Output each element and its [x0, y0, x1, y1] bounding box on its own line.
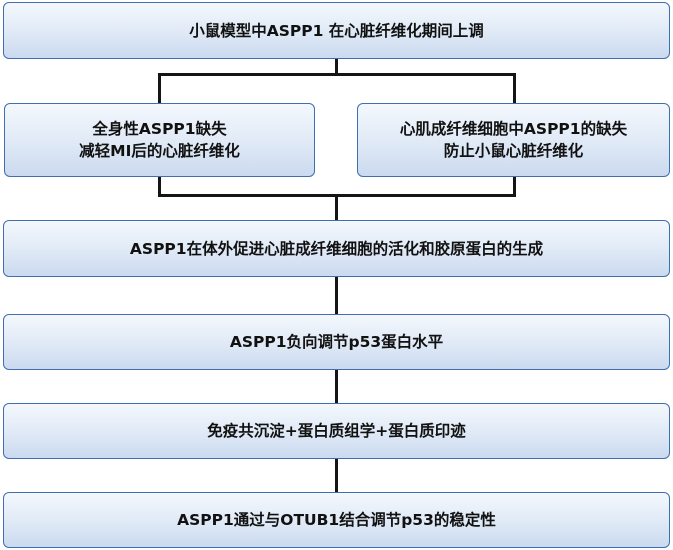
box-step6-label: ASPP1通过与OTUB1结合调节p53的稳定性 — [177, 511, 496, 529]
connector-right-out — [513, 176, 516, 197]
connector-top-branch — [158, 73, 516, 76]
box-step4-label: ASPP1负向调节p53蛋白水平 — [229, 333, 444, 351]
connector-left-in — [158, 73, 161, 103]
connector-right-in — [513, 73, 516, 103]
box-left-line2: 减轻MI后的心脏纤维化 — [79, 142, 240, 160]
box-right: 心肌成纤维细胞中ASPP1的缺失 防止小鼠心脏纤维化 — [357, 103, 670, 177]
box-left: 全身性ASPP1缺失 减轻MI后的心脏纤维化 — [4, 103, 315, 177]
box-right-line2: 防止小鼠心脏纤维化 — [443, 142, 584, 160]
connector-step5-step6 — [335, 458, 338, 493]
connector-merge-down — [335, 194, 338, 220]
box-right-line1: 心肌成纤维细胞中ASPP1的缺失 — [399, 120, 628, 138]
connector-left-out — [158, 176, 161, 197]
box-step3: ASPP1在体外促进心脏成纤维细胞的活化和胶原蛋白的生成 — [3, 220, 670, 277]
box-left-line1: 全身性ASPP1缺失 — [92, 120, 227, 138]
box-step5: 免疫共沉淀+蛋白质组学+蛋白质印迹 — [3, 403, 670, 459]
connector-step3-step4 — [335, 276, 338, 315]
box-step6: ASPP1通过与OTUB1结合调节p53的稳定性 — [3, 492, 670, 548]
box-top-label: 小鼠模型中ASPP1 在心脏纤维化期间上调 — [189, 21, 484, 40]
connector-top-down — [335, 58, 338, 76]
box-step4: ASPP1负向调节p53蛋白水平 — [3, 314, 670, 370]
box-top: 小鼠模型中ASPP1 在心脏纤维化期间上调 — [3, 2, 670, 59]
box-step5-label: 免疫共沉淀+蛋白质组学+蛋白质印迹 — [207, 422, 466, 440]
connector-step4-step5 — [335, 369, 338, 404]
box-step3-label: ASPP1在体外促进心脏成纤维细胞的活化和胶原蛋白的生成 — [129, 239, 544, 258]
